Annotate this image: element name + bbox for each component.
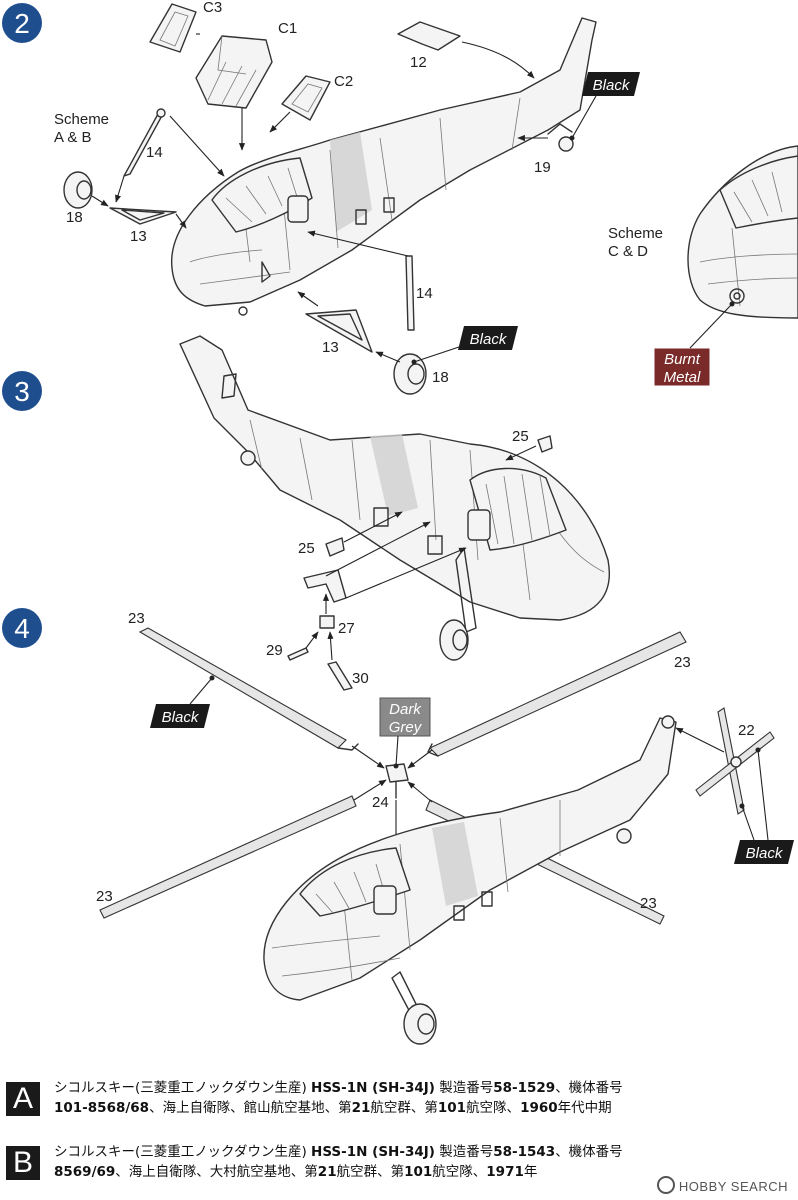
label-18-right: 18 [432,369,449,386]
part-29 [287,647,309,661]
tag-black-blade: Black [150,704,210,728]
scheme-cd-helicopter [687,145,798,319]
label-22: 22 [738,722,755,739]
part-27 [319,615,335,629]
label-c3: C3 [203,0,222,16]
rotor-blade-upper-left [138,627,359,751]
step-3-helicopter [179,335,610,661]
scheme-cd-line2: C & D [608,243,648,260]
label-23-d: 23 [640,895,657,912]
label-19: 19 [534,159,551,176]
svg-text:Black: Black [470,331,508,348]
label-14-left: 14 [146,144,163,161]
part-18-wheel-left [63,171,93,209]
step-4-helicopter [263,715,677,1045]
label-c1: C1 [278,20,297,37]
scheme-cd-line1: Scheme [608,225,663,242]
scheme-a-text: シコルスキー(三菱重工ノックダウン生産) HSS-1N (SH-34J) 製造番… [54,1080,623,1116]
label-13-right: 13 [322,339,339,356]
label-13-left: 13 [130,228,147,245]
part-30 [327,661,353,691]
step-4-number: 4 [14,613,30,644]
label-c2: C2 [334,73,353,90]
label-25-side: 25 [298,540,315,557]
scheme-ab-line2: A & B [54,129,92,146]
tag-black-tailrotor: Black [734,840,794,864]
label-14-right: 14 [416,285,433,302]
scheme-a-row: A シコルスキー(三菱重工ノックダウン生産) HSS-1N (SH-34J) 製… [0,1076,798,1126]
step-3-number: 3 [14,376,30,407]
scheme-b-row: B シコルスキー(三菱重工ノックダウン生産) HSS-1N (SH-34J) 製… [0,1140,798,1190]
tag-burnt-metal: Burnt Metal [653,347,711,387]
svg-text:Black: Black [593,77,631,94]
label-29: 29 [266,642,283,659]
part-c2-window [281,75,331,121]
svg-text:Dark: Dark [389,701,422,718]
part-18-wheel-right [393,353,427,395]
part-22-tail-rotor [695,707,775,815]
part-25-top [537,435,553,453]
part-c1-canopy [195,35,273,109]
svg-text:Metal: Metal [664,369,701,386]
label-18-left: 18 [66,209,83,226]
label-30: 30 [352,670,369,687]
hobby-search-logo-icon [656,1176,675,1194]
rotor-blade-lower-left [99,795,357,919]
scheme-b-letter: B [6,1146,40,1180]
label-24: 24 [372,794,389,811]
scheme-ab-line1: Scheme [54,111,109,128]
hobby-search-watermark: HOBBY SEARCH [656,1176,788,1194]
step-3-badge: 3 [2,371,42,411]
tag-black-wheel: Black [458,326,518,350]
tag-dark-grey: Dark Grey [379,697,431,737]
label-12: 12 [410,54,427,71]
part-14-strut-right [405,255,415,331]
step-4-badge: 4 [2,608,42,648]
part-13-frame-right [305,309,373,353]
assembly-diagram: 2 C3 C1 C2 12 19 [2,0,798,1045]
rotor-blade-upper-right [427,631,687,757]
step-2-badge: 2 [2,3,42,43]
part-19-tail-wheel [547,123,574,152]
label-23-a: 23 [128,610,145,627]
label-23-b: 23 [674,654,691,671]
step-2-helicopter [171,17,597,316]
label-23-c: 23 [96,888,113,905]
svg-text:Burnt: Burnt [664,351,701,368]
part-c3-window [149,3,197,53]
svg-text:Black: Black [162,709,200,726]
label-25-top: 25 [512,428,529,445]
svg-text:Grey: Grey [389,719,423,736]
part-14-strut-left [123,108,166,177]
tag-black-tailwheel: Black [582,72,640,96]
part-25-side [325,537,345,557]
svg-text:Black: Black [746,845,784,862]
part-12-plate [397,21,461,51]
part-step-assembly [303,521,467,603]
part-13-frame-left [109,207,177,225]
scheme-b-text: シコルスキー(三菱重工ノックダウン生産) HSS-1N (SH-34J) 製造番… [54,1144,623,1180]
part-24-rotor-hub [385,763,409,799]
step-2-number: 2 [14,8,30,39]
label-27: 27 [338,620,355,637]
scheme-a-letter: A [6,1082,40,1116]
